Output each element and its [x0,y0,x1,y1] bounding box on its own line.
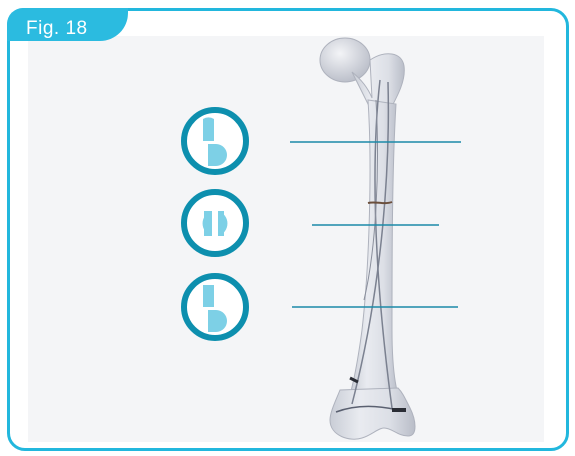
femur-bone [320,38,415,439]
fracture-line [368,202,392,203]
split-offset-circle-symbol [184,276,246,338]
femur-shaft [350,100,398,395]
screw-head [392,408,406,412]
split-offset-circle-symbol [184,110,246,172]
distal-condyles [330,388,415,439]
split-half-circle-symbol [184,192,246,254]
femoral-head [320,38,370,82]
